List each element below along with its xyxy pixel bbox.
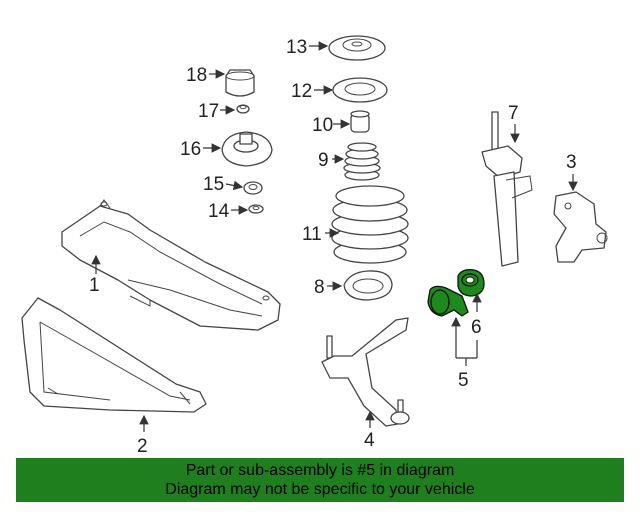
- callout-8: 8: [314, 277, 325, 298]
- callout-11: 11: [302, 224, 322, 245]
- callout-18: 18: [186, 65, 207, 86]
- part-11-coil-spring[interactable]: [331, 185, 409, 264]
- callout-5: 5: [458, 370, 469, 391]
- part-10-bump-stop[interactable]: [350, 110, 370, 133]
- callout-1: 1: [89, 275, 100, 296]
- parts-diagram: 13 12 10 9 11 8 18: [21, 35, 608, 456]
- info-banner: Part or sub-assembly is #5 in diagram Di…: [16, 458, 624, 502]
- callout-15: 15: [203, 174, 224, 195]
- part-12-spring-seat[interactable]: [332, 77, 388, 103]
- callout-9: 9: [318, 150, 329, 171]
- callout-4: 4: [364, 430, 375, 451]
- part-15-bearing[interactable]: [243, 181, 263, 195]
- part-16-strut-mount[interactable]: [221, 131, 273, 167]
- part-3-knuckle[interactable]: [553, 191, 608, 263]
- callout-10: 10: [312, 115, 333, 136]
- part-5-bushing[interactable]: [427, 285, 469, 317]
- callout-16: 16: [180, 139, 201, 160]
- callout-6: 6: [471, 317, 482, 338]
- part-2-reinforcement[interactable]: [21, 297, 207, 413]
- part-14-washer[interactable]: [248, 204, 264, 214]
- callout-3: 3: [566, 152, 577, 173]
- callout-17: 17: [198, 101, 219, 122]
- callout-12: 12: [291, 81, 312, 102]
- part-9-dust-boot[interactable]: [343, 142, 381, 181]
- callout-2: 2: [137, 436, 148, 456]
- part-8-spring-pad[interactable]: [343, 270, 393, 301]
- banner-line-part: Part or sub-assembly is #5 in diagram: [185, 462, 455, 479]
- part-17-nut[interactable]: [236, 104, 250, 114]
- part-7-strut[interactable]: [481, 111, 533, 267]
- banner-line-disclaimer: Diagram may not be specific to your vehi…: [165, 481, 475, 498]
- part-13-upper-mount[interactable]: [328, 35, 386, 61]
- callout-14: 14: [208, 201, 230, 222]
- callout-7: 7: [508, 103, 519, 124]
- part-18-mount-cap[interactable]: [225, 69, 255, 97]
- callout-13: 13: [286, 37, 307, 58]
- part-4-control-arm[interactable]: [321, 317, 410, 427]
- part-6-bushing[interactable]: [457, 268, 485, 297]
- part-1-subframe[interactable]: [61, 199, 281, 331]
